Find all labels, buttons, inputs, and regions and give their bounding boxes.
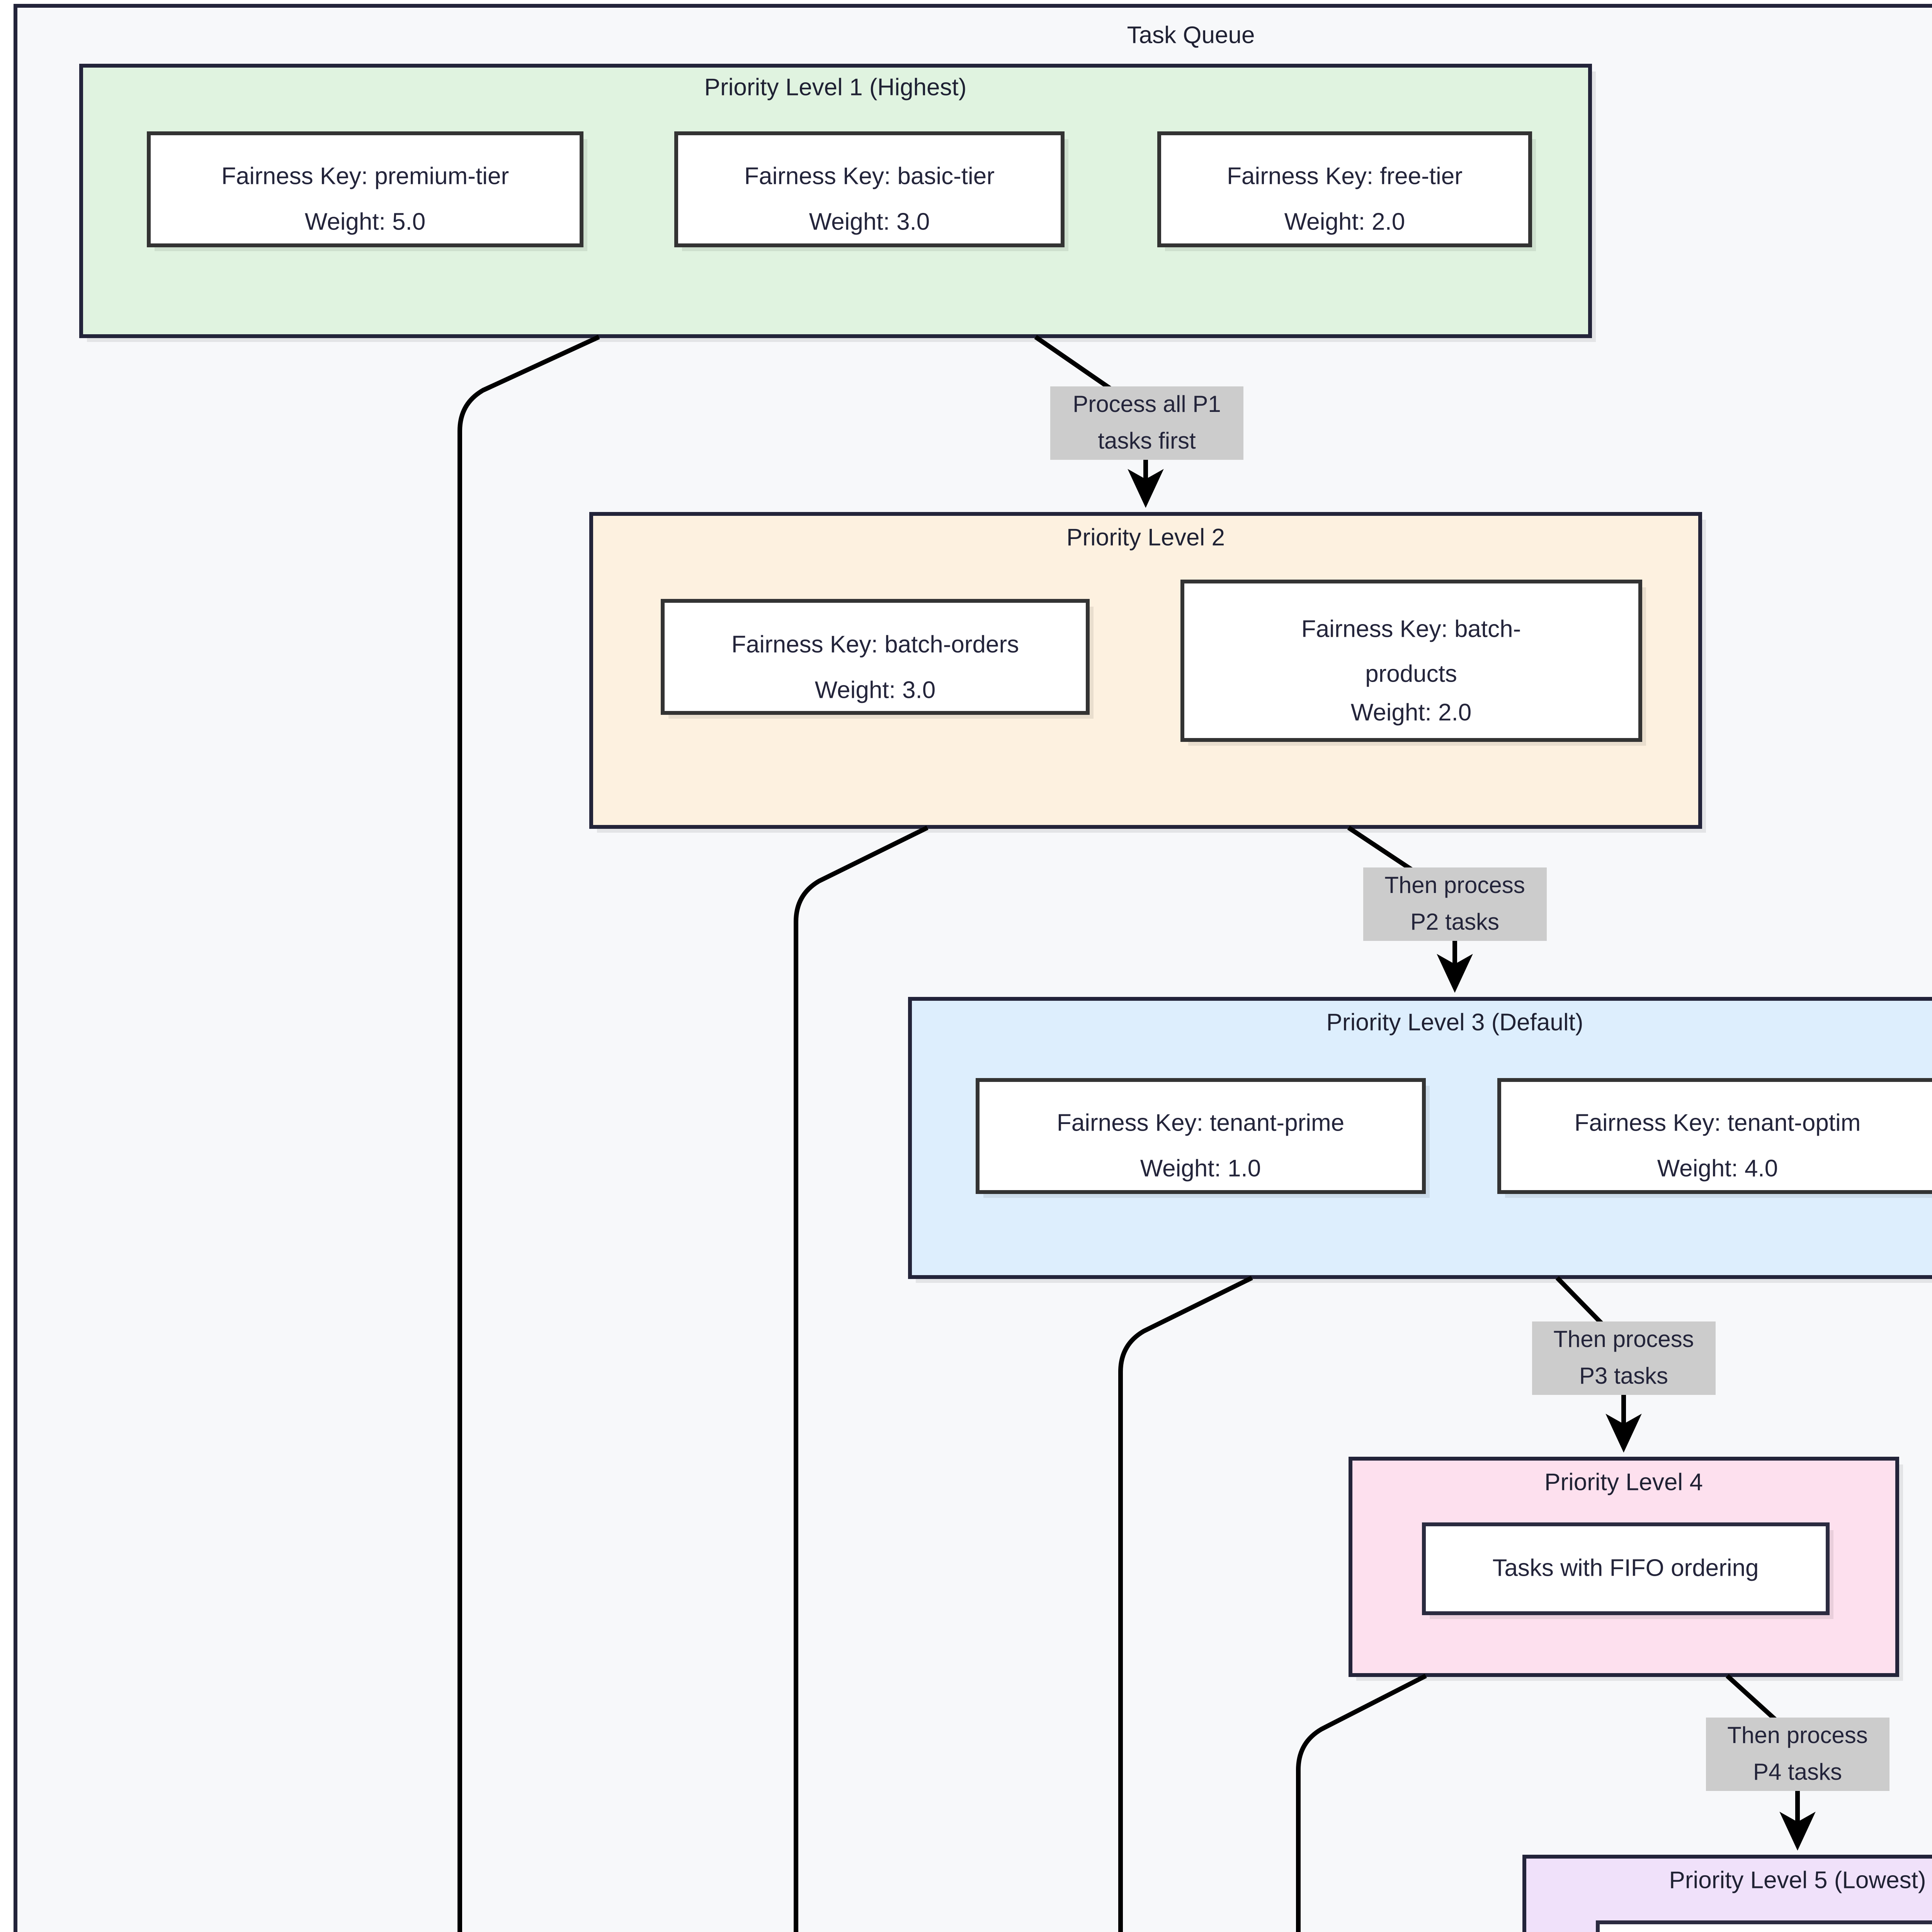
- node-p1n2-line1: Fairness Key: basic-tier: [744, 163, 995, 189]
- node-p1n3-line1: Fairness Key: free-tier: [1227, 163, 1463, 189]
- node-p3n1[interactable]: [976, 1078, 1426, 1194]
- node-p1n2-line2: Weight: 3.0: [809, 208, 930, 235]
- node-p1n3-line2: Weight: 2.0: [1284, 208, 1405, 235]
- node-p2n2[interactable]: [1180, 580, 1642, 742]
- node-p2n2-line1: Fairness Key: batch-: [1301, 616, 1521, 642]
- node-p4n1-line1: Tasks with FIFO ordering: [1492, 1554, 1759, 1581]
- node-p1n1[interactable]: [147, 131, 583, 247]
- cluster-p4-title: Priority Level 4: [1544, 1469, 1703, 1495]
- edge-label-e4-line1: Then process: [1727, 1722, 1868, 1748]
- cluster-p5-title: Priority Level 5 (Lowest): [1669, 1867, 1926, 1893]
- node-p3n2-line2: Weight: 4.0: [1657, 1155, 1778, 1182]
- node-p4n1[interactable]: [1422, 1522, 1830, 1615]
- cluster-p5: [1522, 1855, 1932, 1932]
- node-p2n1-line2: Weight: 3.0: [815, 677, 935, 703]
- node-p1n3[interactable]: [1157, 131, 1532, 247]
- edge-label-e2-line2: P2 tasks: [1410, 909, 1499, 935]
- edge-label-e4-line2: P4 tasks: [1753, 1759, 1842, 1785]
- node-p5n1[interactable]: [1596, 1920, 1932, 1932]
- task-queue-title: Task Queue: [1127, 22, 1255, 48]
- cluster-p3-title: Priority Level 3 (Default): [1326, 1009, 1583, 1036]
- node-p2n2-line2: products: [1365, 660, 1457, 687]
- edge-label-e3-line1: Then process: [1553, 1326, 1694, 1352]
- node-p3n2-line1: Fairness Key: tenant-optim: [1575, 1109, 1861, 1136]
- node-p1n1-line2: Weight: 5.0: [305, 208, 425, 235]
- edge-label-e1-line1: Process all P1: [1073, 391, 1221, 417]
- edge-p2-to-workers: [794, 825, 929, 1932]
- cluster-p1-title: Priority Level 1 (Highest): [704, 74, 967, 100]
- edge-p3-to-workers: [1118, 1276, 1253, 1932]
- node-p3n1-line1: Fairness Key: tenant-prime: [1057, 1109, 1344, 1136]
- node-p2n1-line1: Fairness Key: batch-orders: [731, 631, 1019, 658]
- edge-label-e1-bg: [1050, 386, 1243, 460]
- edge-label-e3-bg: [1532, 1321, 1716, 1395]
- node-p1n1-line1: Fairness Key: premium-tier: [221, 163, 509, 189]
- edge-label-e1-line2: tasks first: [1098, 428, 1196, 454]
- edge-label-e3-line2: P3 tasks: [1579, 1363, 1668, 1389]
- node-p3n2[interactable]: [1497, 1078, 1932, 1194]
- cluster-p2-title: Priority Level 2: [1066, 524, 1225, 551]
- node-p2n2-line3: Weight: 2.0: [1351, 699, 1471, 726]
- edge-label-e2-bg: [1363, 867, 1547, 941]
- node-p1n2[interactable]: [674, 131, 1065, 247]
- edge-label-e2-line1: Then process: [1384, 872, 1525, 898]
- edge-p1-to-workers: [457, 335, 600, 1932]
- edge-label-e4-bg: [1706, 1718, 1889, 1791]
- node-p3n1-line2: Weight: 1.0: [1140, 1155, 1261, 1182]
- node-p2n1[interactable]: [661, 599, 1090, 715]
- edge-p4-to-workers: [1296, 1673, 1427, 1932]
